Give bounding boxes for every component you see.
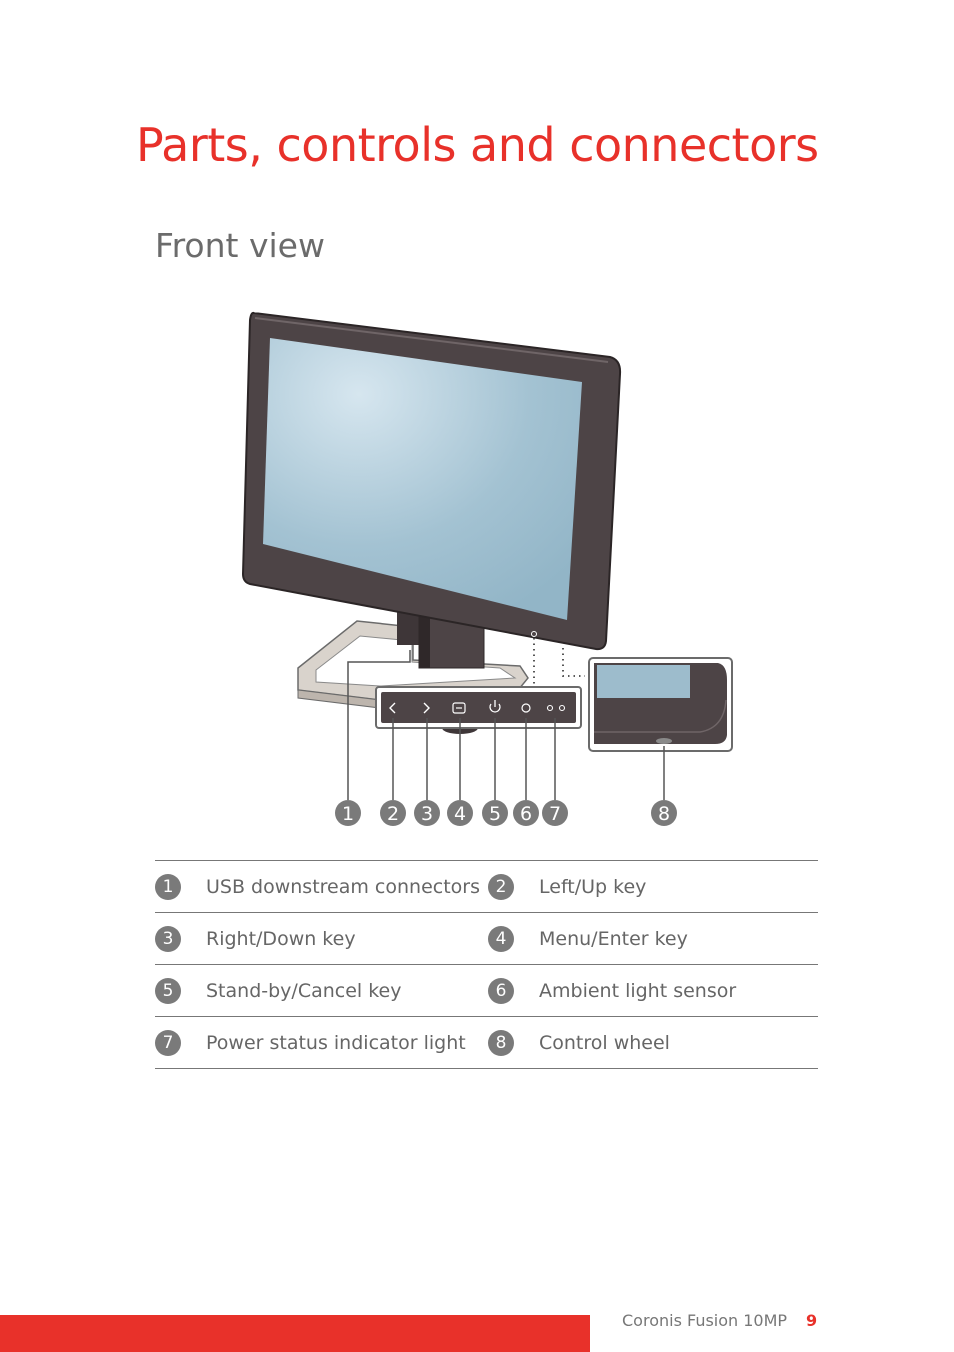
part-label: USB downstream connectors bbox=[206, 875, 481, 898]
menu-enter-key-icon bbox=[452, 702, 466, 714]
power-status-led-icon bbox=[558, 704, 566, 712]
callout-markers: 1 2 3 4 5 6 7 8 bbox=[335, 800, 677, 826]
control-wheel-inset bbox=[588, 657, 733, 752]
callout-number: 8 bbox=[658, 803, 670, 825]
callout-number: 6 bbox=[520, 803, 532, 825]
monitor-front-view-illustration: 1 2 3 4 5 6 7 8 bbox=[241, 311, 733, 826]
part-number: 2 bbox=[488, 873, 514, 900]
callout-number: 3 bbox=[421, 803, 433, 825]
parts-legend-table: 1 USB downstream connectors 2 Left/Up ke… bbox=[155, 860, 818, 1069]
part-label: Menu/Enter key bbox=[539, 927, 688, 950]
callout-number: 1 bbox=[342, 803, 354, 825]
ambient-sensor-dot bbox=[531, 631, 537, 637]
page-title: Parts, controls and connectors bbox=[136, 118, 819, 172]
part-number: 3 bbox=[155, 925, 181, 952]
table-row: 3 Right/Down key 4 Menu/Enter key bbox=[155, 913, 818, 965]
callout-number: 2 bbox=[387, 803, 399, 825]
section-title: Front view bbox=[155, 226, 325, 265]
part-label: Ambient light sensor bbox=[539, 979, 737, 1002]
ambient-light-sensor-icon bbox=[521, 703, 531, 713]
footer-accent-bar bbox=[0, 1315, 590, 1352]
part-label: Power status indicator light bbox=[206, 1031, 466, 1054]
callout-number: 7 bbox=[549, 803, 561, 825]
footer-document-title: Coronis Fusion 10MP bbox=[622, 1311, 788, 1330]
footer-page-number: 9 bbox=[806, 1311, 818, 1330]
part-label: Stand-by/Cancel key bbox=[206, 979, 402, 1002]
standby-cancel-key-icon bbox=[489, 700, 501, 713]
control-wheel-icon bbox=[656, 738, 672, 744]
table-row: 5 Stand-by/Cancel key 6 Ambient light se… bbox=[155, 965, 818, 1017]
part-label: Left/Up key bbox=[539, 875, 647, 898]
part-number: 5 bbox=[155, 977, 181, 1004]
part-number: 7 bbox=[155, 1029, 181, 1056]
power-status-led-icon bbox=[546, 704, 554, 712]
control-panel-inset bbox=[375, 686, 582, 729]
part-number: 6 bbox=[488, 977, 514, 1004]
part-number: 1 bbox=[155, 873, 181, 900]
callout-number: 4 bbox=[454, 803, 466, 825]
callout-lines bbox=[392, 718, 665, 800]
right-down-key-icon bbox=[423, 702, 430, 714]
monitor bbox=[241, 311, 622, 651]
part-number: 4 bbox=[488, 925, 514, 952]
part-label: Control wheel bbox=[539, 1031, 670, 1054]
part-label: Right/Down key bbox=[206, 927, 356, 950]
callout-number: 5 bbox=[489, 803, 501, 825]
table-row: 7 Power status indicator light 8 Control… bbox=[155, 1017, 818, 1069]
part-number: 8 bbox=[488, 1029, 514, 1056]
left-up-key-icon bbox=[389, 702, 396, 714]
table-row: 1 USB downstream connectors 2 Left/Up ke… bbox=[155, 861, 818, 913]
monitor-screen bbox=[263, 338, 582, 620]
